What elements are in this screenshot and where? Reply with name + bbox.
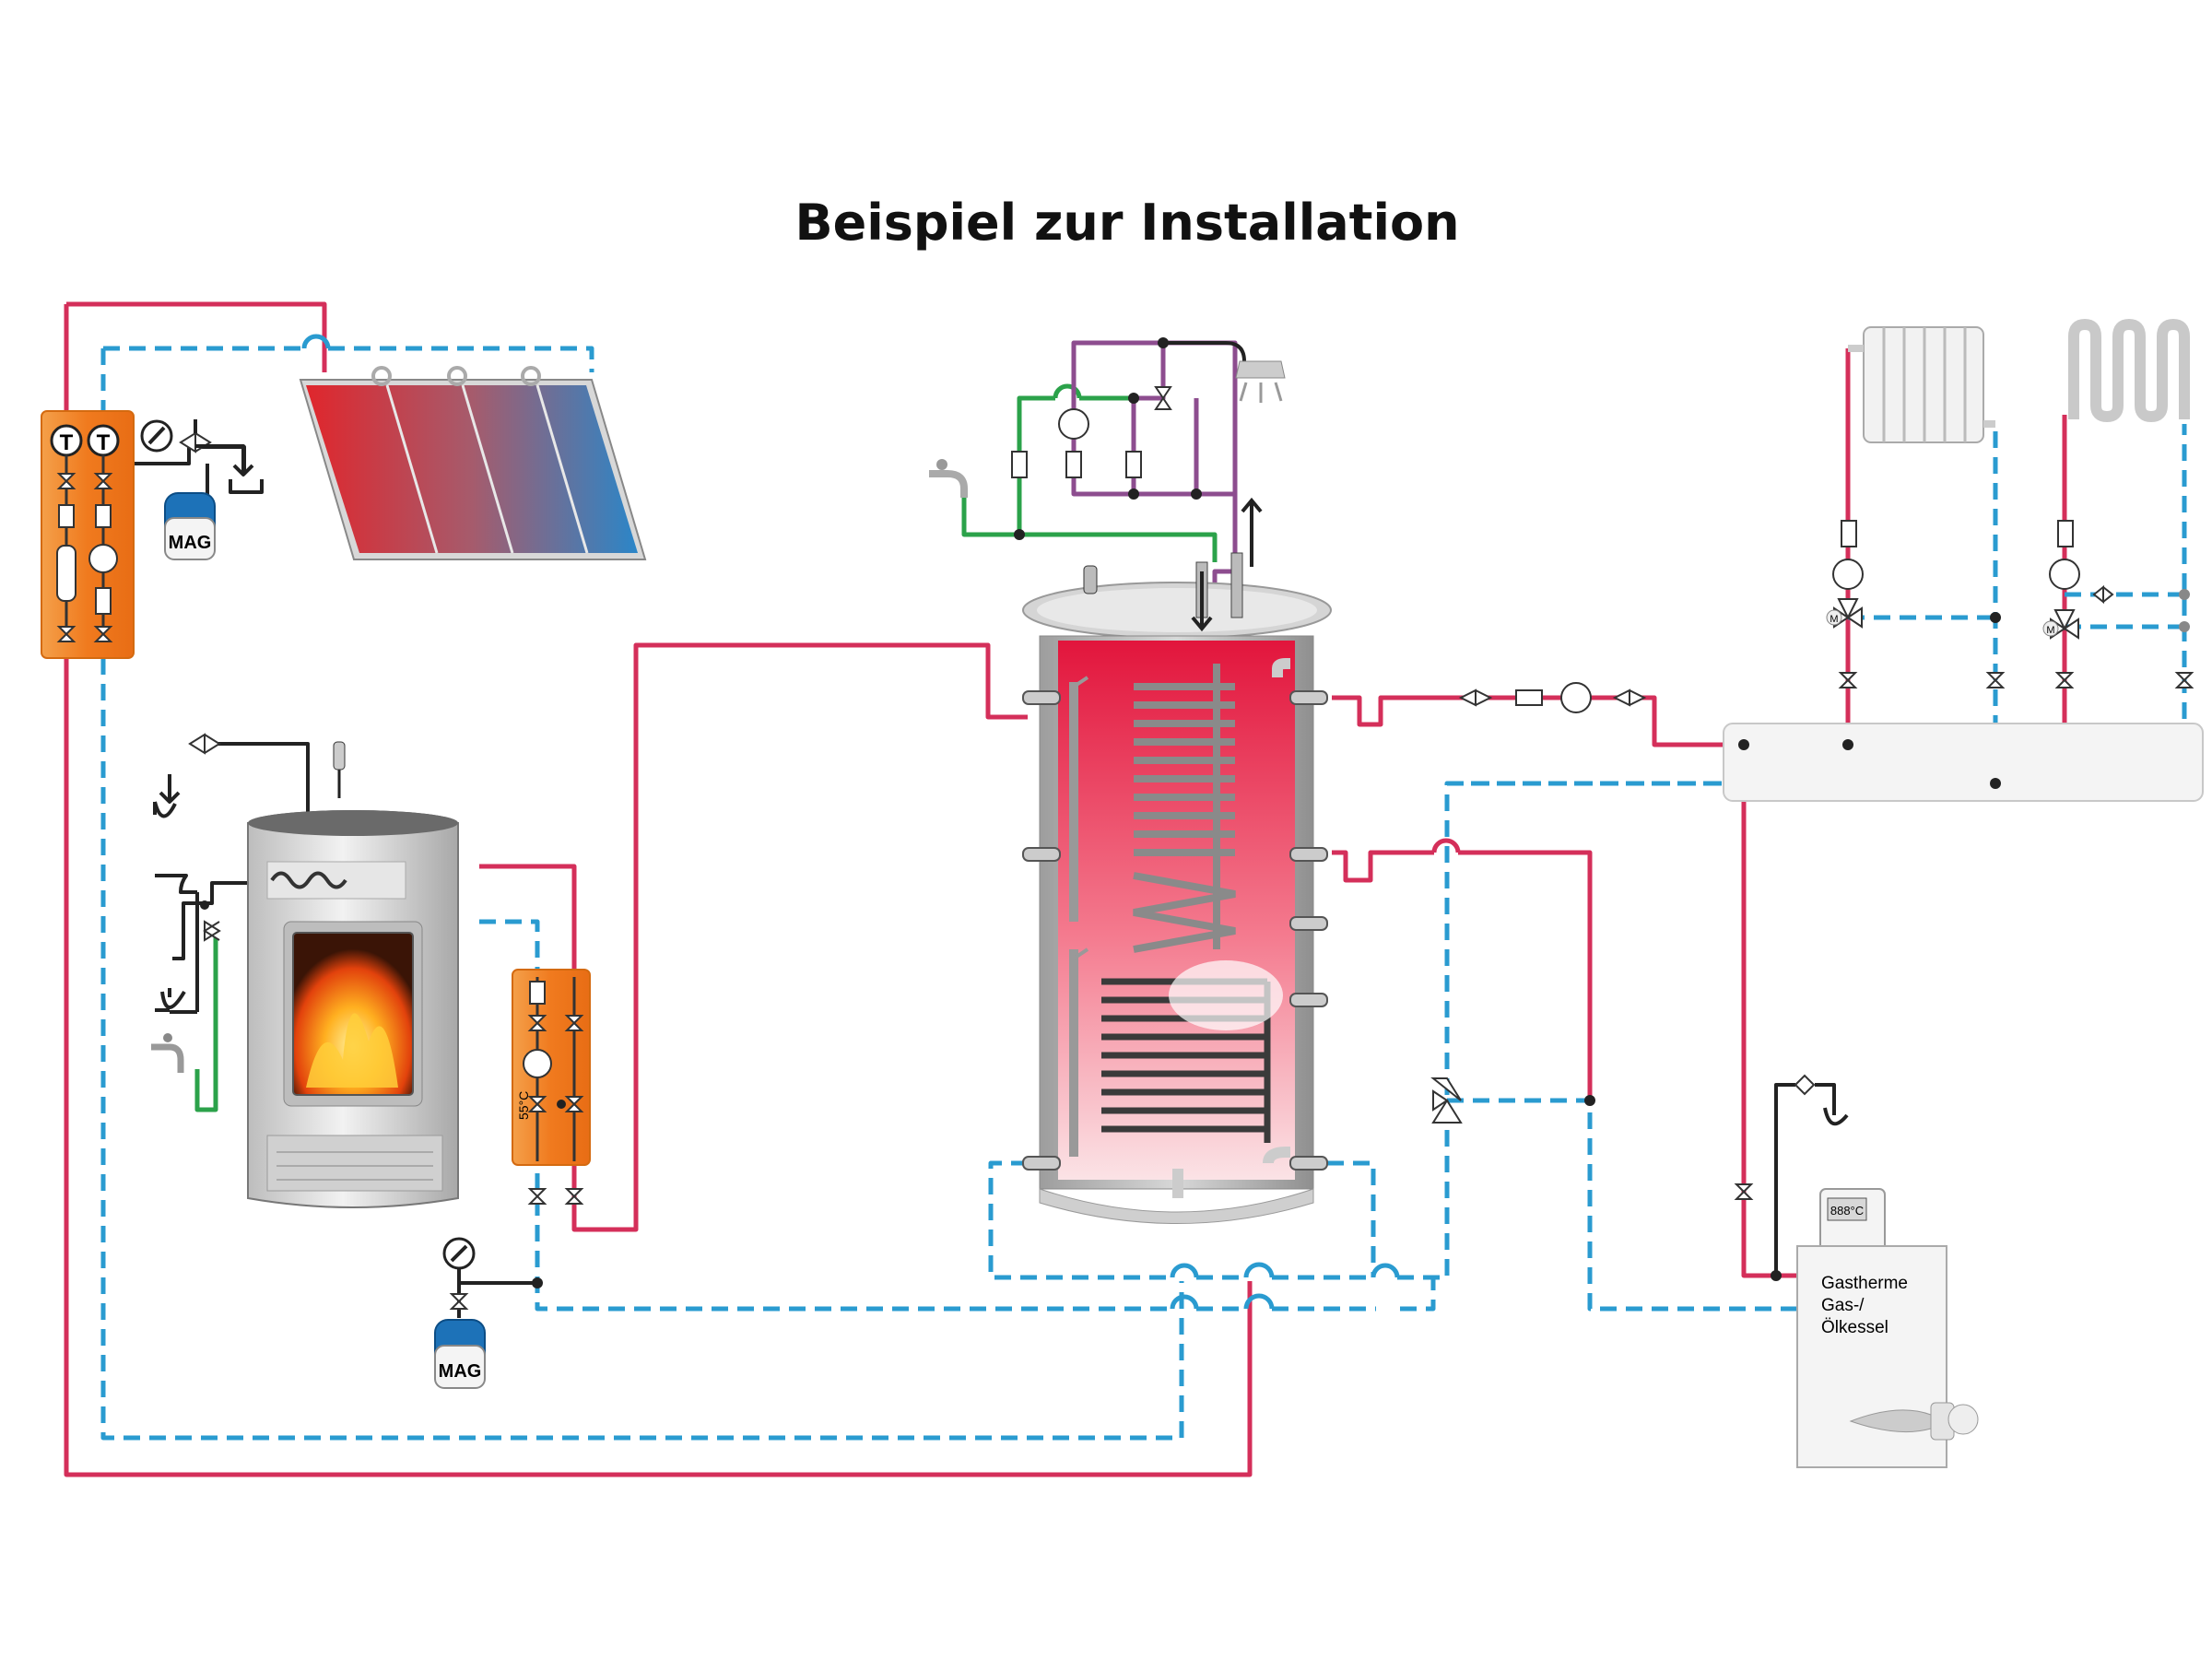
mixer-station: 55°C (512, 969, 591, 1166)
storage-tank (1022, 582, 1332, 1224)
solar-station: T T (41, 410, 135, 659)
heating-manifold (1723, 723, 2204, 802)
pump-icon (1832, 559, 1864, 590)
expansion-vessel-stove: MAG (434, 1319, 486, 1389)
motor-label: M (1830, 614, 1838, 625)
gas-boiler: 888°C Gastherme Gas-/ Ölkessel (1796, 1188, 1979, 1468)
radiator (1848, 326, 1995, 443)
expansion-vessel-solar: MAG (164, 492, 216, 560)
motor-label: M (2046, 625, 2054, 636)
safety-valve-icon (1794, 1074, 1816, 1096)
mixing-pipe (1447, 1098, 1797, 1312)
mag-label: MAG (439, 1361, 482, 1382)
pump-icon (1058, 408, 1089, 440)
cold-water-pipe (961, 395, 1218, 562)
faucet-icon (929, 470, 968, 498)
pipe-crossover (301, 334, 331, 349)
boiler-label-line1: Gastherme (1821, 1274, 1908, 1293)
temp-label-right: T (97, 430, 111, 455)
circulation-pipe (1071, 340, 1238, 599)
wood-stove (247, 810, 459, 1208)
solar-return-pipe (100, 346, 1184, 1441)
pump-icon (88, 544, 118, 573)
stove-cold-water (194, 935, 218, 1112)
valve-icon (56, 473, 113, 489)
safety-valve-icon (188, 733, 221, 755)
stove-flow-pipe (479, 642, 1028, 1232)
safety-line (155, 742, 310, 1014)
temp-label-left: T (60, 430, 74, 455)
solar-flow-pipe (64, 301, 1253, 1477)
air-vent-icon (1083, 565, 1098, 594)
boiler-label-line3: Ölkessel (1821, 1318, 1888, 1337)
mag-label: MAG (169, 533, 212, 553)
tank-bottom-loop (988, 765, 1745, 1280)
pump-icon (523, 1049, 552, 1078)
shower-icon (1235, 360, 1286, 379)
mixer-temp-label: 55°C (516, 1091, 531, 1120)
pump-icon (2049, 559, 2080, 590)
floor-heating (2068, 318, 2190, 423)
three-way-valve-icon (1430, 1077, 1463, 1124)
boiler-label-line2: Gas-/ (1821, 1296, 1865, 1315)
boiler-flow-pipe (1741, 748, 1797, 1278)
air-vent-icon (333, 741, 346, 771)
pump-icon (1560, 682, 1592, 713)
boiler-return-hot-pipe (1332, 850, 1593, 1100)
boiler-display: 888°C (1830, 1204, 1864, 1218)
faucet-icon (151, 1043, 184, 1073)
solar-collector (299, 366, 647, 560)
page-title: Beispiel zur Installation (794, 194, 1460, 252)
